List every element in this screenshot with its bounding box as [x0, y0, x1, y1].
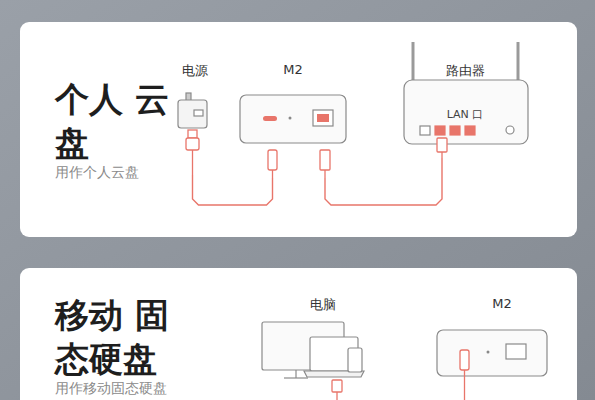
- device-label: M2: [437, 296, 567, 311]
- device-node: 电脑: [258, 296, 388, 396]
- device-node: M2: [437, 296, 567, 396]
- power-adapter: [178, 93, 207, 128]
- usb-cable: [332, 380, 342, 400]
- computer: [262, 322, 364, 378]
- scenario-card: 个人 云盘用作个人云盘 电源 M2 路由器 LAN 口: [20, 22, 577, 237]
- router: [404, 42, 528, 144]
- scenario-title: 个人 云盘: [55, 78, 194, 165]
- card: [20, 22, 577, 237]
- device-node: 路由器 LAN 口: [400, 62, 530, 158]
- scenario-subtitle: 用作个人云盘: [55, 164, 139, 182]
- usb-c-plug: [460, 350, 469, 400]
- lan-plug: [437, 138, 447, 158]
- usb-plug: [186, 130, 199, 175]
- device-node: 电源: [175, 62, 215, 175]
- device-node: M2: [238, 62, 348, 178]
- card: [20, 268, 577, 400]
- device-label: 路由器: [400, 62, 530, 80]
- scenario-card: 移动 固态硬盘用作移动固态硬盘 电脑 M2: [20, 268, 577, 400]
- scenario-subtitle: 用作移动固态硬盘: [55, 380, 167, 398]
- m2-box: [240, 95, 346, 143]
- usb-c-plug: [268, 150, 277, 178]
- device-label: LAN 口: [405, 107, 525, 122]
- scenario-title: 移动 固态硬盘: [55, 294, 194, 381]
- m2-box: [437, 330, 547, 376]
- device-label: M2: [238, 62, 348, 77]
- cable: [325, 158, 442, 205]
- ethernet-plug: [320, 150, 330, 178]
- device-label: 电源: [175, 62, 215, 80]
- device-label: 电脑: [258, 296, 388, 314]
- cable: [193, 175, 273, 205]
